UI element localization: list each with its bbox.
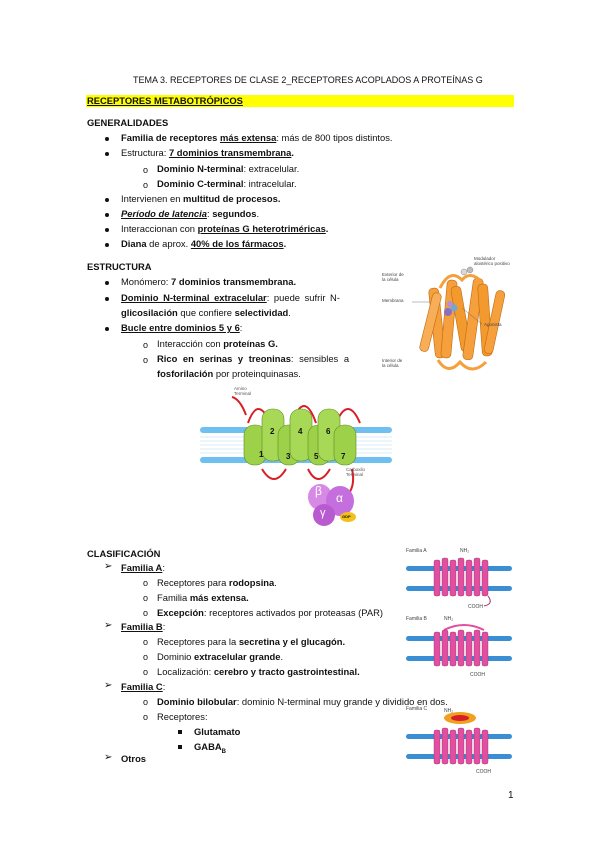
figure-familia-a: Familia A NH₂ COOH	[404, 548, 514, 610]
fam-b-1: Receptores para la secretina y el glucag…	[157, 636, 346, 647]
fam-b-3: Localización: cerebro y tracto gastroint…	[157, 666, 360, 677]
gen-line-5: Intervienen en multitud de procesos.	[121, 193, 281, 204]
generalidades-heading: GENERALIDADES	[87, 117, 169, 128]
arrow-bullet: ➢	[104, 620, 113, 631]
label-agonista: Agonista	[484, 322, 502, 327]
family-a-label: Familia A	[406, 548, 427, 554]
cooh-label-b: COOH	[470, 672, 485, 678]
label-exterior: Exterior de la célula	[382, 272, 404, 282]
family-c-label: Familia C	[406, 706, 428, 712]
helix-label-6: 6	[326, 427, 331, 436]
sub-bullet: o	[143, 652, 149, 662]
fam-c-3: Glutamato	[194, 726, 241, 737]
helix-label-2: 2	[270, 427, 275, 436]
figure-familia-c: Familia C NH₂ COOH	[404, 706, 514, 776]
section-title: RECEPTORES METABOTRÓPICOS	[87, 95, 243, 106]
cooh-label-c: COOH	[476, 769, 491, 775]
bullet	[105, 228, 109, 232]
fam-c-1: Dominio bilobular: dominio N-terminal mu…	[157, 696, 448, 707]
nh2-label-b: NH₂	[444, 616, 454, 622]
helix-label-7: 7	[341, 452, 346, 461]
est-line-2: Dominio N-terminal extracelular: puede s…	[121, 292, 340, 303]
page-number: 1	[508, 790, 514, 801]
label-carboxy-terminal: Carboxilo Terminal	[346, 467, 366, 477]
fam-c-4: GABAB	[194, 741, 226, 755]
fam-b-2: Dominio extracelular grande.	[157, 651, 284, 662]
gdp-label: GDP	[342, 514, 351, 519]
label-membrana: Membrana	[382, 298, 404, 303]
sub-bullet: o	[143, 667, 149, 677]
nh2-label-c: NH₂	[444, 708, 454, 714]
gen-line-8: Diana de aprox. 40% de los fármacos.	[121, 238, 287, 249]
fam-a-1: Receptores para rodopsina.	[157, 577, 277, 588]
gamma-label: γ	[320, 507, 326, 519]
otros: Otros	[121, 753, 147, 764]
bullet	[105, 281, 109, 285]
est-line-5: Rico en serinas y treoninas: sensibles a	[157, 353, 350, 364]
sub-bullet: o	[143, 355, 149, 365]
sub-bullet: o	[143, 340, 149, 350]
square-bullet	[178, 730, 182, 734]
gen-line-1: Familia de receptores más extensa: más d…	[121, 132, 393, 143]
label-interior: Interior de la célula	[382, 358, 403, 368]
bullet	[105, 198, 109, 202]
gen-line-2: Estructura: 7 dominios transmembrana.	[121, 147, 294, 158]
fam-c-2: Receptores:	[157, 711, 208, 722]
arrow-bullet: ➢	[104, 680, 113, 691]
helix-label-3: 3	[286, 452, 291, 461]
helix-label-1: 1	[259, 450, 264, 459]
sub-bullet: o	[143, 578, 149, 588]
helix-label-5: 5	[314, 452, 319, 461]
gen-line-3: Dominio N-terminal: extracelular.	[157, 163, 300, 174]
gen-line-4: Dominio C-terminal: intracelular.	[157, 178, 297, 189]
sub-bullet: o	[143, 165, 149, 175]
nh2-label: NH₂	[460, 548, 470, 554]
bullet	[105, 297, 109, 301]
clasificacion-heading: CLASIFICACIÓN	[87, 548, 161, 559]
estructura-heading: ESTRUCTURA	[87, 261, 152, 272]
sub-bullet: o	[143, 637, 149, 647]
beta-label: β	[315, 484, 322, 498]
gen-line-7: Interaccionan con proteínas G heterotrim…	[121, 223, 329, 234]
bullet	[105, 137, 109, 141]
cooh-label: COOH	[468, 604, 483, 610]
bullet	[105, 152, 109, 156]
bullet	[105, 213, 109, 217]
alpha-label: α	[336, 491, 343, 505]
sub-bullet: o	[143, 180, 149, 190]
label-modulador: Modulador alostérico positivo	[474, 256, 510, 266]
familia-b: Familia B:	[121, 621, 166, 632]
sub-bullet: o	[143, 608, 149, 618]
document-header: TEMA 3. RECEPTORES DE CLASE 2_RECEPTORES…	[133, 75, 483, 85]
sub-bullet: o	[143, 593, 149, 603]
est-line-4: Interacción con proteínas G.	[157, 338, 278, 349]
gen-line-6: Período de latencia: segundos.	[121, 208, 260, 219]
family-b-label: Familia B	[406, 616, 427, 622]
figure-familia-b: Familia B NH₂ COOH	[404, 616, 514, 680]
sub-bullet: o	[143, 712, 149, 722]
arrow-bullet: ➢	[104, 752, 113, 763]
arrow-bullet: ➢	[104, 561, 113, 572]
fam-a-3: Excepción: receptores activados por prot…	[157, 607, 383, 618]
est-line-3: Bucle entre dominios 5 y 6:	[121, 322, 243, 333]
fam-a-2: Familia más extensa.	[157, 592, 249, 603]
est-line-2b: glicosilación que confiere selectividad.	[121, 307, 291, 318]
familia-c: Familia C:	[121, 681, 166, 692]
sub-bullet: o	[143, 697, 149, 707]
est-line-6: fosforilación por proteinquinasas.	[157, 368, 301, 379]
helix-label-4: 4	[298, 427, 303, 436]
bullet	[105, 327, 109, 331]
square-bullet	[178, 745, 182, 749]
section-highlight	[86, 95, 514, 107]
bullet	[105, 243, 109, 247]
figure-7tm-gprotein: Amino Terminal Carboxilo Terminal 1 2 3 …	[196, 385, 396, 530]
est-line-1: Monómero: 7 dominios transmembrana.	[121, 276, 297, 287]
familia-a: Familia A:	[121, 562, 165, 573]
label-amino-terminal: Amino Terminal	[234, 386, 252, 396]
figure-7tm-orange: Exterior de la célula Membrana Interior …	[382, 256, 520, 388]
